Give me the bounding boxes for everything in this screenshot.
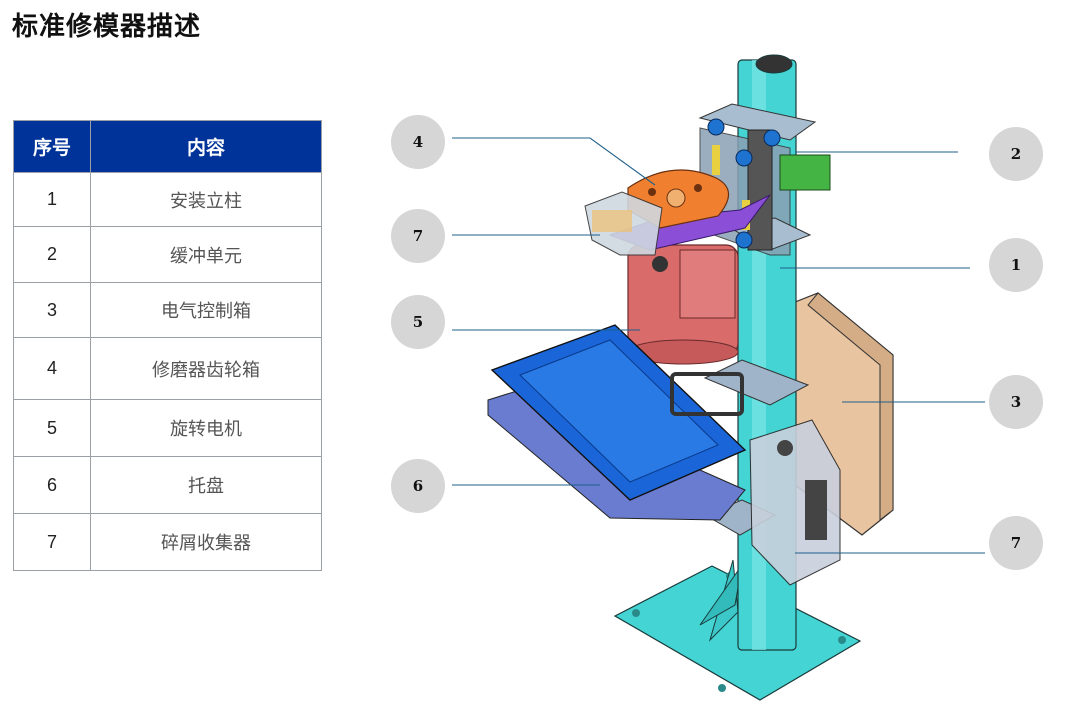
rotating-motor: [627, 244, 739, 365]
callout-label: 2: [1011, 145, 1021, 163]
header-no: 序号: [13, 120, 91, 173]
row-number: 7: [13, 513, 91, 571]
callout-5-left: 5: [391, 295, 445, 349]
table-row: 5 旋转电机: [13, 399, 322, 457]
row-name: 缓冲单元: [90, 226, 322, 283]
callout-4-left: 4: [391, 115, 445, 169]
callout-1-right: 1: [989, 238, 1043, 292]
row-name: 修磨器齿轮箱: [90, 337, 322, 400]
table-row: 3 电气控制箱: [13, 282, 322, 338]
table-row: 1 安装立柱: [13, 172, 322, 227]
callout-label: 3: [1011, 393, 1021, 411]
row-name: 旋转电机: [90, 399, 322, 457]
row-name: 安装立柱: [90, 172, 322, 227]
callout-label: 6: [413, 477, 423, 495]
table-header-row: 序号 内容: [13, 120, 322, 173]
chip-collector-lower: [749, 419, 841, 586]
leader-lines: [452, 137, 985, 554]
row-number: 6: [13, 456, 91, 514]
tray: [487, 324, 747, 521]
callout-label: 5: [413, 313, 423, 331]
chip-collector-upper: [584, 191, 668, 272]
callout-7-left: 7: [391, 209, 445, 263]
callout-7-right: 7: [989, 516, 1043, 570]
callout-label: 7: [413, 227, 423, 245]
callout-label: 7: [1011, 534, 1021, 552]
row-name: 碎屑收集器: [90, 513, 322, 571]
table-row: 6 托盘: [13, 456, 322, 514]
component-table: 序号 内容 1 安装立柱 2 缓冲单元 3 电气控制箱 4 修磨器齿轮箱 5 旋…: [13, 120, 322, 571]
callout-label: 4: [413, 133, 423, 151]
callout-2-right: 2: [989, 127, 1043, 181]
row-number: 3: [13, 282, 91, 338]
row-number: 4: [13, 337, 91, 400]
table-row: 7 碎屑收集器: [13, 513, 322, 571]
row-name: 托盘: [90, 456, 322, 514]
callout-6-left: 6: [391, 459, 445, 513]
table-row: 4 修磨器齿轮箱: [13, 337, 322, 400]
callout-3-right: 3: [989, 375, 1043, 429]
table-row: 2 缓冲单元: [13, 226, 322, 283]
callout-label: 1: [1011, 256, 1021, 274]
header-content: 内容: [90, 120, 322, 173]
page-title: 标准修模器描述: [12, 12, 202, 42]
row-name: 电气控制箱: [90, 282, 322, 338]
